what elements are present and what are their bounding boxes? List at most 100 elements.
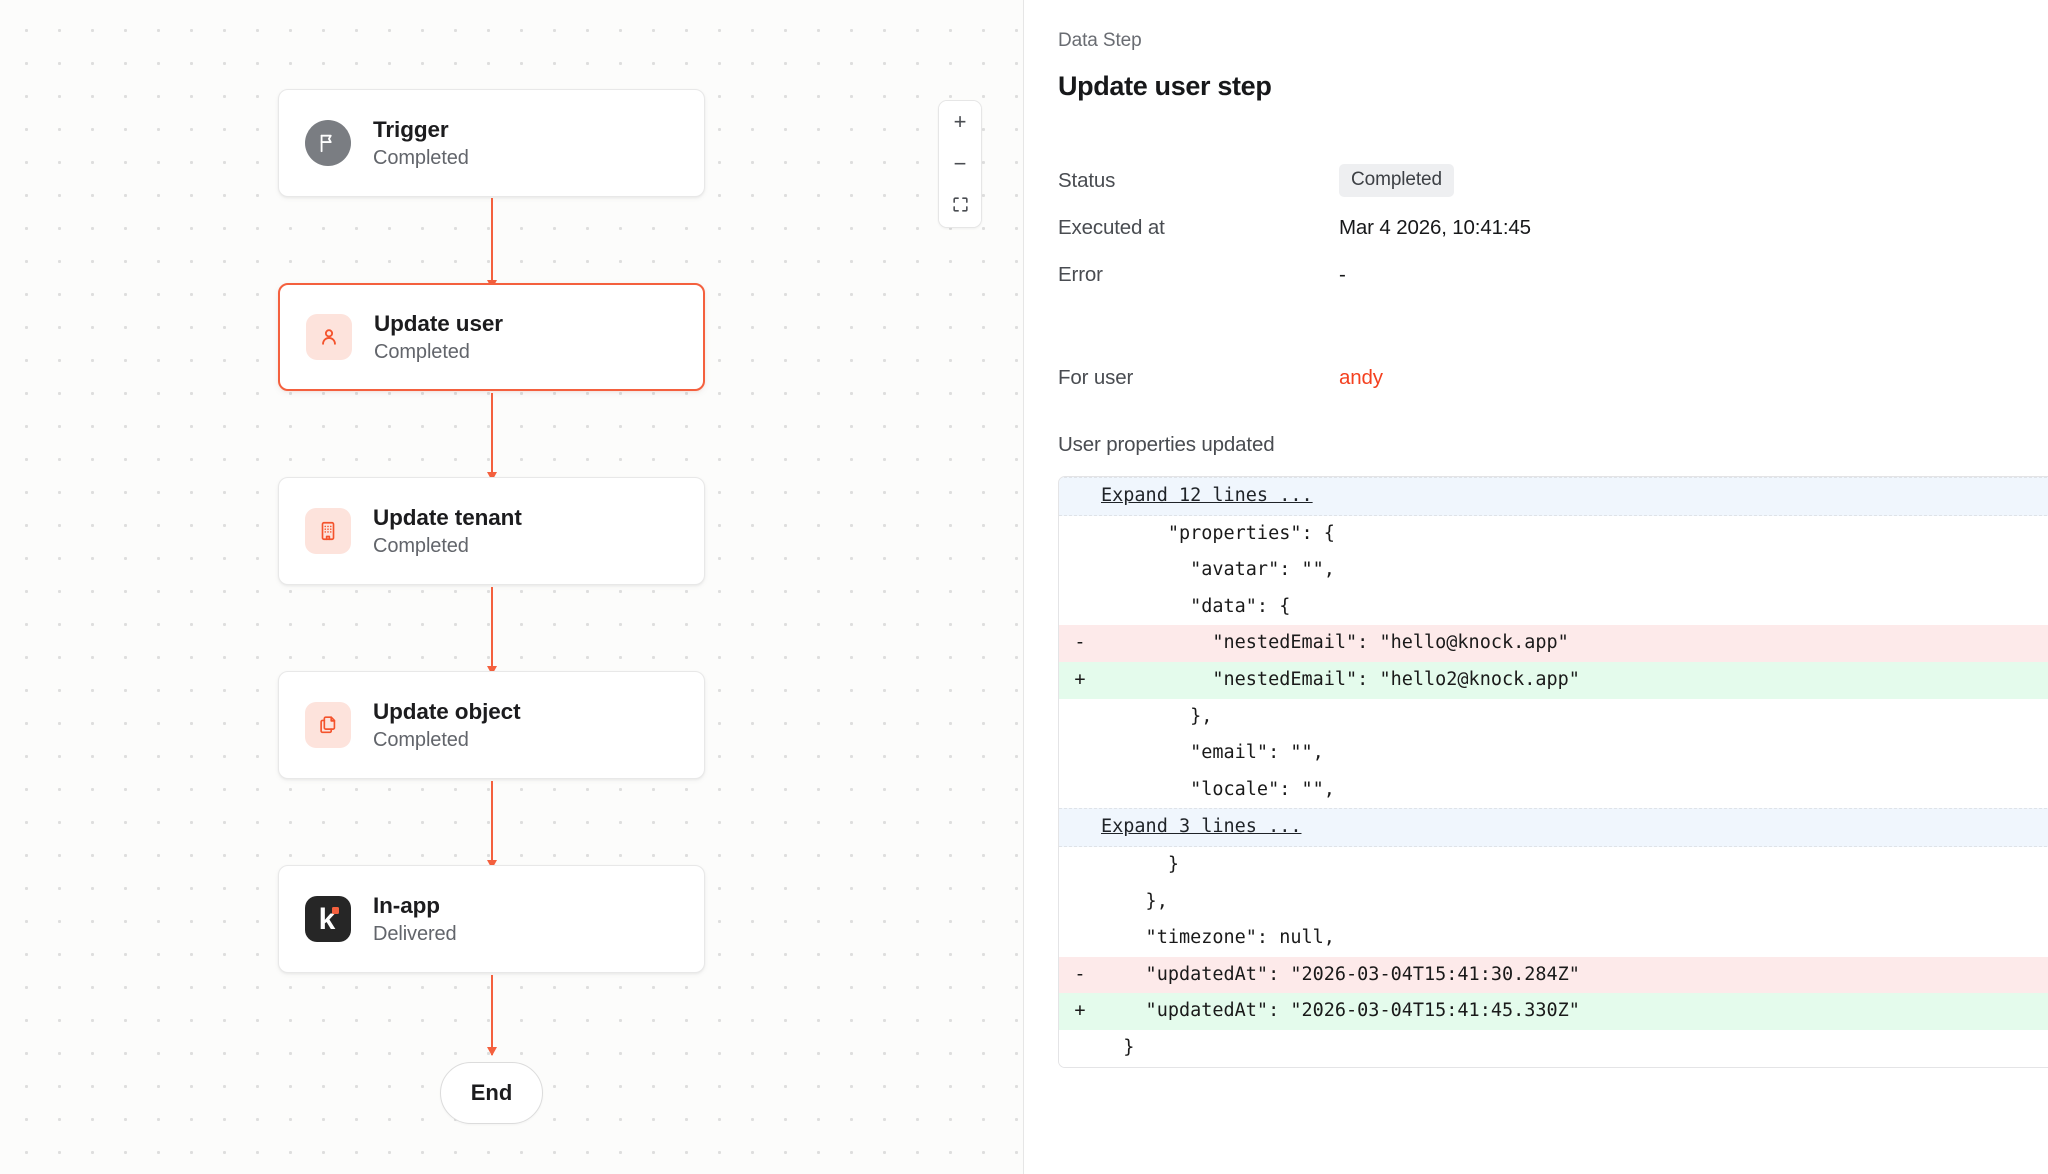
- diff-gutter-plus: +: [1074, 668, 1086, 690]
- zoom-out-button[interactable]: −: [939, 143, 981, 185]
- meta-row-status: Status Completed: [1058, 157, 2048, 204]
- diff-line: "data": {: [1059, 588, 2048, 626]
- flow-edge-5: [487, 975, 497, 1056]
- flag-icon: [305, 120, 351, 166]
- meta-row-for-user: For user andy: [1058, 354, 2048, 401]
- diff-line-expand[interactable]: Expand 3 lines ...: [1059, 808, 2048, 847]
- diff-code: "avatar": "",: [1101, 559, 1335, 581]
- diff-line: "avatar": "",: [1059, 552, 2048, 589]
- diff-gutter-plus: +: [1074, 1000, 1086, 1022]
- canvas-zoom-controls: + −: [938, 100, 982, 228]
- diff-gutter: [1059, 1030, 1101, 1067]
- diff-line: },: [1059, 698, 2048, 736]
- flow-node-in-app[interactable]: k In-app Delivered: [278, 865, 705, 973]
- diff-line: "locale": "",: [1059, 771, 2048, 809]
- diff-gutter: [1059, 516, 1101, 553]
- diff-code: "nestedEmail": "hello2@knock.app": [1101, 668, 1580, 690]
- diff-line: },: [1059, 883, 2048, 921]
- diff-code: },: [1101, 890, 1168, 912]
- meta-label: Executed at: [1058, 215, 1165, 239]
- user-properties-diff[interactable]: Expand 12 lines ... "properties": { "ava…: [1058, 476, 2048, 1068]
- diff-gutter: [1059, 847, 1101, 884]
- diff-code: "updatedAt": "2026-03-04T15:41:45.330Z": [1101, 1000, 1580, 1022]
- fit-view-button[interactable]: [939, 185, 981, 227]
- minus-icon: −: [953, 151, 967, 176]
- flow-node-status: Completed: [374, 340, 470, 363]
- flow-node-title: Update tenant: [373, 504, 522, 530]
- for-user-link[interactable]: andy: [1339, 365, 1383, 389]
- flow-node-status: Delivered: [373, 922, 457, 945]
- flow-edge-4: [487, 781, 497, 869]
- page-title: Update user step: [1058, 71, 1272, 101]
- diff-line-removed: - "updatedAt": "2026-03-04T15:41:30.284Z…: [1059, 956, 2048, 994]
- flow-node-title: Update object: [373, 698, 521, 724]
- diff-code: "locale": "",: [1101, 778, 1335, 800]
- diff-gutter: [1059, 809, 1101, 846]
- expand-lines-link[interactable]: Expand 3 lines ...: [1101, 816, 1302, 838]
- diff-line-added: + "nestedEmail": "hello2@knock.app": [1059, 661, 2048, 699]
- diff-gutter-minus: -: [1074, 963, 1086, 985]
- diff-line: }: [1059, 1029, 2048, 1067]
- status-badge: Completed: [1339, 164, 1454, 197]
- flow-node-status: Completed: [373, 146, 469, 169]
- diff-line: "email": "",: [1059, 735, 2048, 772]
- flow-node-update-user[interactable]: Update user Completed: [278, 283, 705, 391]
- diff-code: "properties": {: [1101, 522, 1335, 544]
- diff-code: "data": {: [1101, 595, 1291, 617]
- diff-code: }: [1101, 853, 1179, 875]
- flow-node-end-label: End: [470, 1080, 513, 1105]
- diff-code: },: [1101, 705, 1213, 727]
- executed-at-value: Mar 4 2026, 10:41:45: [1339, 215, 1531, 239]
- diff-gutter: [1059, 772, 1101, 809]
- meta-row-error: Error -: [1058, 251, 2048, 298]
- diff-line-expand[interactable]: Expand 12 lines ...: [1059, 477, 2048, 516]
- workflow-canvas[interactable]: Trigger Completed Update user Completed: [0, 0, 1024, 1174]
- flow-node-status: Completed: [373, 534, 469, 557]
- flow-node-update-object[interactable]: Update object Completed: [278, 671, 705, 779]
- meta-spacer: [1058, 298, 2048, 354]
- diff-code: "updatedAt": "2026-03-04T15:41:30.284Z": [1101, 963, 1580, 985]
- meta-label: For user: [1058, 365, 1134, 389]
- building-icon: [305, 508, 351, 554]
- diff-code: "timezone": null,: [1101, 927, 1335, 949]
- flow-edge-1: [487, 198, 497, 289]
- diff-gutter: [1059, 699, 1101, 736]
- knock-badge-dot: [332, 907, 339, 914]
- flow-node-end[interactable]: End: [440, 1062, 543, 1124]
- plus-icon: +: [953, 109, 967, 134]
- diff-gutter: [1059, 589, 1101, 626]
- expand-lines-link[interactable]: Expand 12 lines ...: [1101, 485, 1313, 506]
- diff-gutter: [1059, 920, 1101, 957]
- step-meta-list: Status Completed Executed at Mar 4 2026,…: [1058, 157, 2048, 401]
- user-properties-label: User properties updated: [1058, 433, 1275, 456]
- diff-line: }: [1059, 846, 2048, 884]
- flow-edge-3: [487, 587, 497, 675]
- diff-gutter: [1059, 552, 1101, 589]
- flow-edge-2: [487, 393, 497, 481]
- meta-label: Status: [1058, 168, 1116, 192]
- diff-gutter-minus: -: [1074, 632, 1086, 654]
- diff-gutter: [1059, 884, 1101, 921]
- diff-code: }: [1101, 1036, 1135, 1058]
- diff-code: "email": "",: [1101, 742, 1324, 764]
- diff-code: "nestedEmail": "hello@knock.app": [1101, 632, 1569, 654]
- meta-label: Error: [1058, 262, 1103, 286]
- fit-view-icon: [951, 195, 970, 217]
- zoom-in-button[interactable]: +: [939, 101, 981, 143]
- diff-line-added: + "updatedAt": "2026-03-04T15:41:45.330Z…: [1059, 993, 2048, 1030]
- flow-node-status: Completed: [373, 728, 469, 751]
- step-detail-panel: Data Step Update user step Status Comple…: [1024, 0, 2048, 1174]
- flow-node-trigger[interactable]: Trigger Completed: [278, 89, 705, 197]
- flow-node-update-tenant[interactable]: Update tenant Completed: [278, 477, 705, 585]
- meta-row-executed-at: Executed at Mar 4 2026, 10:41:45: [1058, 204, 2048, 251]
- panel-eyebrow: Data Step: [1058, 30, 1142, 51]
- copy-icon: [305, 702, 351, 748]
- flow-node-title: In-app: [373, 892, 440, 918]
- user-icon: [306, 314, 352, 360]
- diff-gutter: [1059, 478, 1101, 515]
- flow-node-title: Update user: [374, 310, 503, 336]
- diff-gutter: [1059, 735, 1101, 772]
- knock-logo-icon: k: [305, 896, 351, 942]
- diff-line: "properties": {: [1059, 515, 2048, 553]
